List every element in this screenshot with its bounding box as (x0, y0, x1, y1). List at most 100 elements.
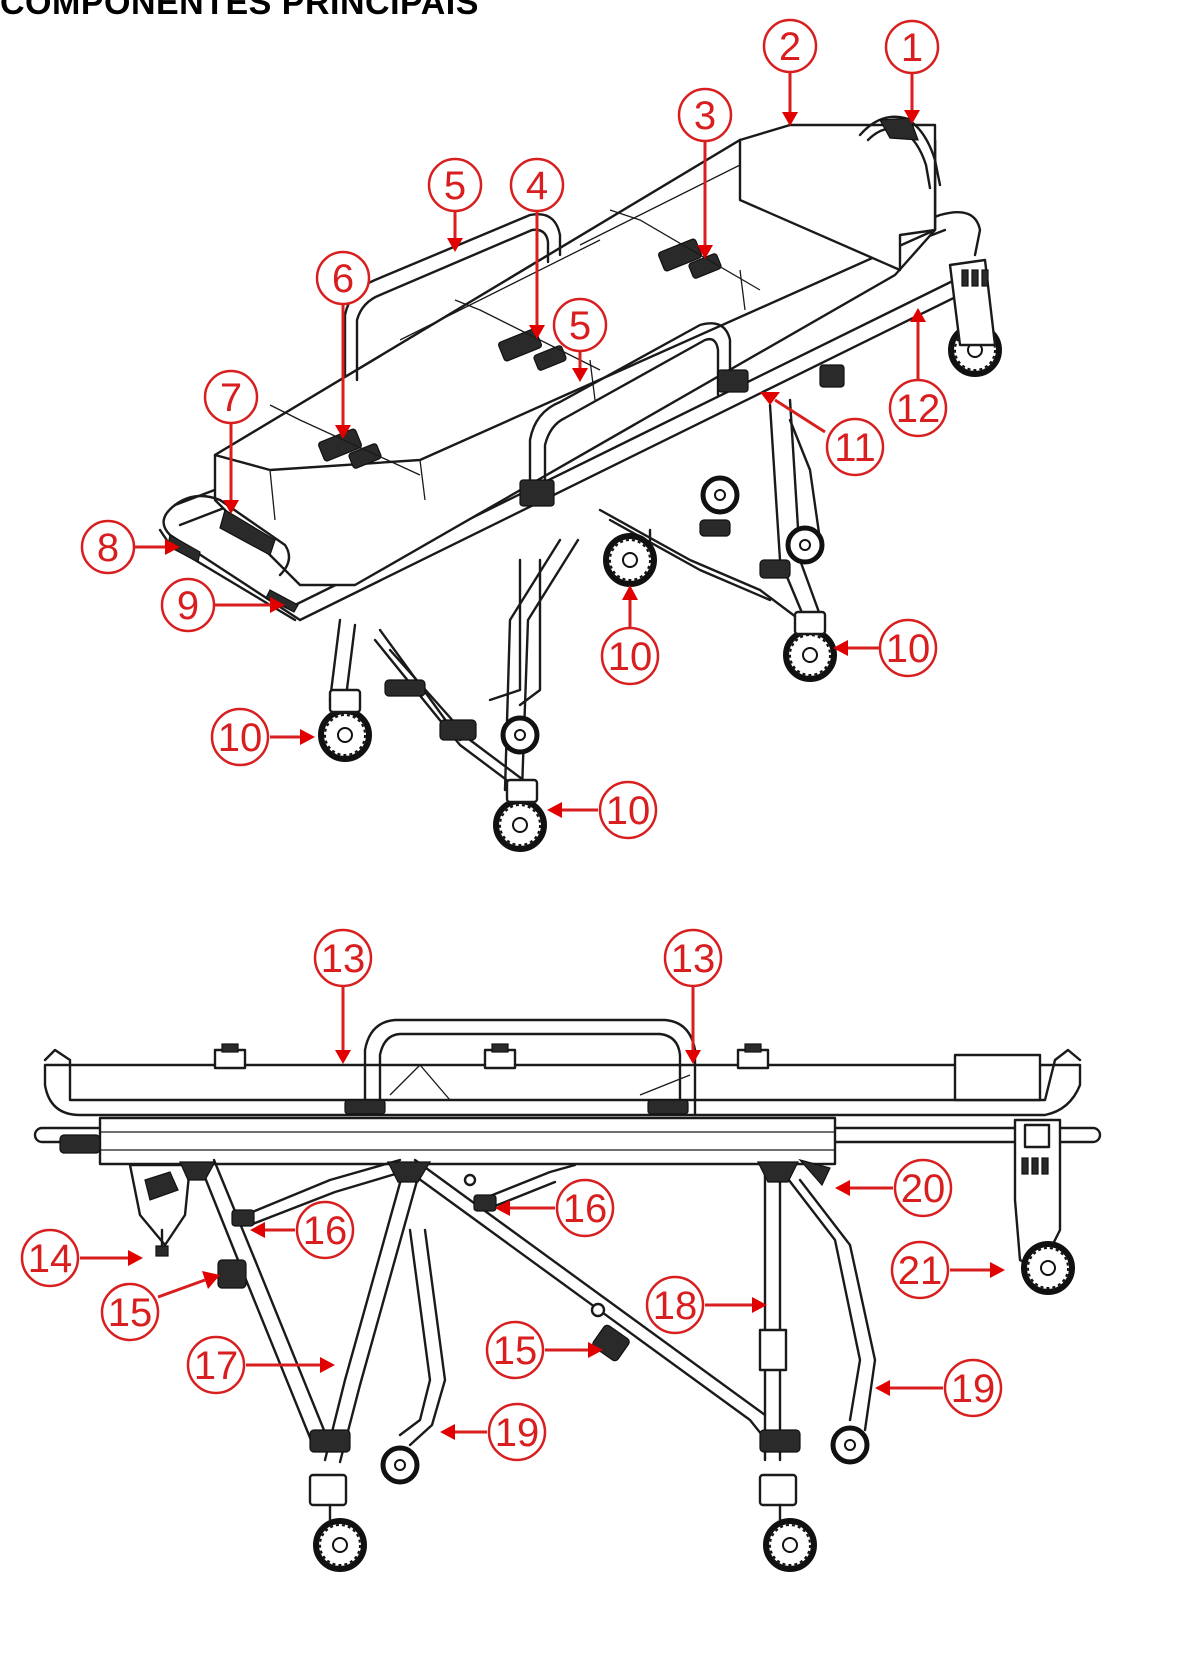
svg-text:13: 13 (671, 937, 716, 981)
foot-bracket (128, 1163, 192, 1257)
svg-text:12: 12 (896, 387, 941, 431)
svg-text:15: 15 (493, 1329, 538, 1373)
arrow-13a (335, 985, 351, 1064)
arrow-10c (270, 729, 315, 745)
callout-17: 17 (186, 1335, 246, 1395)
side-elevation-view (33, 1018, 1102, 1569)
arrow-17 (246, 1357, 335, 1373)
callout-13a: 13 (313, 928, 373, 988)
svg-text:20: 20 (901, 1167, 946, 1211)
svg-text:8: 8 (97, 526, 119, 570)
arrow-7 (223, 422, 239, 514)
arrow-14 (80, 1250, 143, 1266)
svg-text:5: 5 (569, 304, 591, 348)
svg-text:1: 1 (901, 26, 923, 70)
arrow-19a (440, 1424, 487, 1440)
deck (43, 1018, 1082, 1117)
callout-15a: 15 (100, 1282, 160, 1342)
svg-text:10: 10 (606, 789, 651, 833)
callout-12: 12 (888, 378, 948, 438)
arrow-16b (495, 1200, 555, 1216)
callout-20: 20 (893, 1158, 953, 1218)
callout-4: 4 (509, 157, 565, 213)
arrow-12 (910, 308, 926, 380)
arrow-13b (685, 985, 701, 1064)
callout-6: 6 (315, 250, 371, 306)
arrow-4 (529, 210, 545, 339)
svg-text:10: 10 (608, 635, 653, 679)
arrow-9 (215, 597, 285, 613)
callout-19a: 19 (487, 1402, 547, 1462)
svg-text:10: 10 (886, 627, 931, 671)
isometric-wheels (321, 326, 999, 849)
callout-8: 8 (80, 519, 136, 575)
callout-15b: 15 (485, 1320, 545, 1380)
arrow-19b (875, 1380, 943, 1396)
callout-10b: 10 (878, 618, 938, 678)
svg-text:4: 4 (526, 164, 548, 208)
callout-10d: 10 (598, 780, 658, 840)
safety-straps (269, 209, 761, 476)
head-wheel-bracket (948, 258, 997, 347)
main-side-tube (33, 1116, 1102, 1292)
svg-text:16: 16 (303, 1209, 348, 1253)
arrow-5a (447, 210, 463, 252)
arrow-10b (833, 640, 880, 656)
svg-text:18: 18 (653, 1284, 698, 1328)
svg-text:9: 9 (177, 584, 199, 628)
arrow-18 (705, 1297, 767, 1313)
arrow-5b (572, 350, 588, 382)
page-title: COMPONENTES PRINCIPAIS (0, 0, 479, 22)
svg-text:11: 11 (834, 426, 876, 470)
svg-text:17: 17 (194, 1344, 239, 1388)
svg-text:19: 19 (951, 1367, 996, 1411)
callout-5a: 5 (427, 157, 483, 213)
callout-16a: 16 (295, 1200, 355, 1260)
callout-19b: 19 (943, 1358, 1003, 1418)
callout-13b: 13 (663, 928, 723, 988)
arrow-16a (250, 1222, 295, 1238)
arrow-11 (760, 392, 826, 434)
arrow-15a (157, 1271, 220, 1299)
arrow-10d (547, 802, 598, 818)
arrow-21 (950, 1262, 1005, 1278)
svg-text:21: 21 (898, 1249, 943, 1293)
callout-3: 3 (677, 87, 733, 143)
arrow-2 (782, 72, 798, 126)
callout-10a: 10 (600, 626, 660, 686)
callout-9: 9 (160, 577, 216, 633)
isometric-stretcher-view (158, 115, 999, 849)
callout-14: 14 (20, 1228, 80, 1288)
arrow-10a (622, 585, 638, 630)
callout-18: 18 (645, 1275, 705, 1335)
svg-text:3: 3 (694, 94, 716, 138)
callout-1: 1 (884, 19, 940, 75)
callout-21: 21 (890, 1240, 950, 1300)
callout-11: 11 (825, 417, 885, 477)
svg-text:5: 5 (444, 164, 466, 208)
arrow-3 (697, 140, 713, 259)
arrow-20 (835, 1180, 893, 1196)
svg-text:14: 14 (28, 1237, 73, 1281)
svg-text:10: 10 (218, 716, 263, 760)
arrow-15b (545, 1342, 603, 1358)
leader-arrows (80, 72, 1005, 1440)
svg-text:16: 16 (563, 1187, 608, 1231)
arrow-6 (335, 303, 351, 439)
svg-text:6: 6 (332, 257, 354, 301)
callouts: 1 2 3 4 5 5 6 7 8 9 10 10 10 10 11 12 13… (20, 18, 1003, 1462)
callout-5b: 5 (552, 297, 608, 353)
arrow-8 (135, 539, 180, 555)
handles (167, 115, 942, 613)
callout-10c: 10 (210, 707, 270, 767)
mattress (213, 123, 937, 587)
svg-text:2: 2 (779, 25, 801, 69)
svg-text:15: 15 (108, 1291, 153, 1335)
legs (179, 1158, 877, 1464)
svg-text:7: 7 (220, 376, 242, 420)
svg-text:19: 19 (495, 1411, 540, 1455)
callout-2: 2 (762, 18, 818, 74)
callout-16b: 16 (555, 1178, 615, 1238)
side-wheels (308, 1428, 867, 1569)
